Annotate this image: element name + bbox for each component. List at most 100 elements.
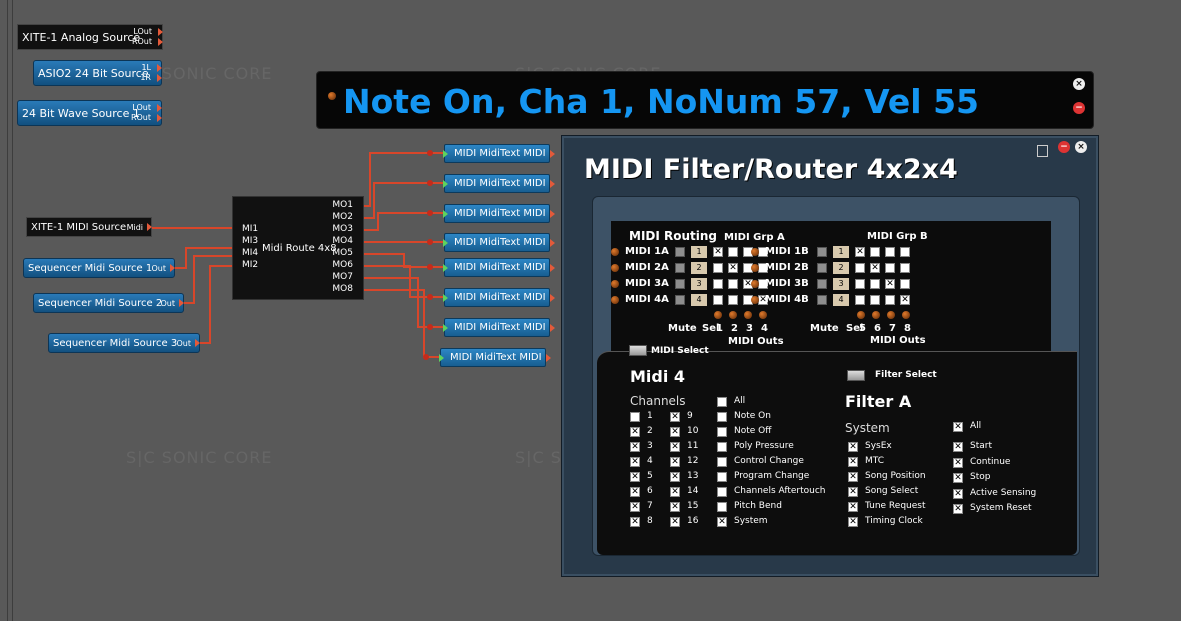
input-port-arrow[interactable]	[443, 294, 448, 302]
output-port-arrow[interactable]	[546, 354, 551, 362]
filter-checkbox[interactable]	[717, 487, 727, 497]
routing-checkbox[interactable]	[900, 279, 910, 289]
filter-checkbox[interactable]: ✕	[630, 457, 640, 467]
miditext-module[interactable]: MIDI MidiText MIDI	[443, 258, 555, 277]
output-port-arrow[interactable]	[550, 294, 555, 302]
filter-checkbox[interactable]	[717, 397, 727, 407]
routing-checkbox[interactable]	[900, 263, 910, 273]
output-port-arrow[interactable]	[550, 180, 555, 188]
output-port-arrow[interactable]	[550, 210, 555, 218]
mute-button[interactable]	[817, 295, 827, 305]
filter-checkbox[interactable]: ✕	[717, 517, 727, 527]
filter-checkbox[interactable]: ✕	[848, 517, 858, 527]
output-port-arrow[interactable]	[157, 74, 162, 82]
output-port-arrow[interactable]	[157, 64, 162, 72]
midi-filter-router-window[interactable]: MIDI Filter/Router 4x2x4 − × MIDI Routin…	[561, 135, 1099, 577]
miditext-module[interactable]: MIDI MidiText MIDI	[443, 288, 555, 307]
mute-button[interactable]	[675, 247, 685, 257]
filter-select-button[interactable]	[847, 370, 865, 381]
routing-checkbox[interactable]	[885, 263, 895, 273]
sequencer-midi-source-3-module[interactable]: Sequencer Midi Source 3 Out	[48, 333, 200, 353]
filter-checkbox[interactable]	[717, 442, 727, 452]
mute-button[interactable]	[675, 279, 685, 289]
routing-checkbox[interactable]	[713, 279, 723, 289]
mute-button[interactable]	[817, 263, 827, 273]
routing-checkbox[interactable]: ✕	[885, 279, 895, 289]
close-icon[interactable]: ×	[1075, 141, 1087, 153]
input-port-arrow[interactable]	[443, 239, 448, 247]
output-port-arrow[interactable]	[147, 223, 152, 231]
routing-checkbox[interactable]: ✕	[855, 247, 865, 257]
output-port-arrow[interactable]	[170, 264, 175, 272]
routing-checkbox[interactable]	[713, 263, 723, 273]
output-port-arrow[interactable]	[157, 104, 162, 112]
output-port-arrow[interactable]	[550, 264, 555, 272]
filter-checkbox[interactable]: ✕	[670, 412, 680, 422]
filter-checkbox[interactable]: ✕	[630, 472, 640, 482]
select-button[interactable]: 2	[833, 262, 849, 274]
output-port-arrow[interactable]	[158, 28, 163, 36]
select-button[interactable]: 4	[833, 294, 849, 306]
input-port-arrow[interactable]	[443, 180, 448, 188]
routing-checkbox[interactable]	[870, 279, 880, 289]
filter-checkbox[interactable]: ✕	[670, 442, 680, 452]
minimize-icon[interactable]: −	[1058, 141, 1070, 153]
mute-button[interactable]	[675, 295, 685, 305]
filter-checkbox[interactable]: ✕	[848, 487, 858, 497]
filter-checkbox[interactable]: ✕	[848, 457, 858, 467]
midi-route-4x8-module[interactable]: MI1 MI3 MI4 MI2 Midi Route 4x8 MO1 MO2 M…	[232, 196, 364, 300]
output-port-arrow[interactable]	[195, 339, 200, 347]
routing-checkbox[interactable]	[900, 247, 910, 257]
output-port-arrow[interactable]	[550, 239, 555, 247]
filter-checkbox[interactable]: ✕	[953, 422, 963, 432]
filter-checkbox[interactable]: ✕	[630, 442, 640, 452]
routing-checkbox[interactable]	[728, 295, 738, 305]
routing-checkbox[interactable]: ✕	[713, 247, 723, 257]
routing-checkbox[interactable]	[855, 263, 865, 273]
filter-checkbox[interactable]: ✕	[953, 442, 963, 452]
filter-checkbox[interactable]: ✕	[670, 427, 680, 437]
filter-checkbox[interactable]	[717, 472, 727, 482]
miditext-module[interactable]: MIDI MidiText MIDI	[443, 174, 555, 193]
filter-checkbox[interactable]: ✕	[670, 517, 680, 527]
routing-checkbox[interactable]	[870, 295, 880, 305]
select-button[interactable]: 3	[833, 278, 849, 290]
mute-button[interactable]	[817, 279, 827, 289]
filter-checkbox[interactable]: ✕	[630, 502, 640, 512]
filter-checkbox[interactable]: ✕	[848, 472, 858, 482]
output-port-arrow[interactable]	[550, 324, 555, 332]
filter-checkbox[interactable]	[717, 412, 727, 422]
minimize-icon[interactable]: −	[1073, 102, 1085, 114]
filter-checkbox[interactable]: ✕	[670, 457, 680, 467]
routing-checkbox[interactable]	[885, 247, 895, 257]
filter-checkbox[interactable]	[717, 457, 727, 467]
filter-checkbox[interactable]: ✕	[848, 502, 858, 512]
filter-checkbox[interactable]: ✕	[630, 487, 640, 497]
filter-checkbox[interactable]	[630, 412, 640, 422]
sequencer-midi-source-2-module[interactable]: Sequencer Midi Source 2 Out	[33, 293, 184, 313]
filter-checkbox[interactable]: ✕	[953, 473, 963, 483]
select-button[interactable]: 2	[691, 262, 707, 274]
input-port-arrow[interactable]	[443, 210, 448, 218]
output-port-arrow[interactable]	[158, 38, 163, 46]
sequencer-midi-source-1-module[interactable]: Sequencer Midi Source 1 Out	[23, 258, 175, 278]
filter-checkbox[interactable]: ✕	[953, 488, 963, 499]
mute-button[interactable]	[817, 247, 827, 257]
select-button[interactable]: 4	[691, 294, 707, 306]
copy-icon[interactable]	[1037, 145, 1048, 157]
select-button[interactable]: 3	[691, 278, 707, 290]
output-port-arrow[interactable]	[157, 114, 162, 122]
mute-button[interactable]	[675, 263, 685, 273]
filter-checkbox[interactable]: ✕	[630, 517, 640, 527]
input-port-arrow[interactable]	[439, 354, 444, 362]
routing-checkbox[interactable]: ✕	[900, 295, 910, 305]
miditext-display-window[interactable]: Note On, Cha 1, NoNum 57, Vel 55 × −	[316, 71, 1094, 129]
routing-checkbox[interactable]	[885, 295, 895, 305]
select-button[interactable]: 1	[691, 246, 707, 258]
routing-checkbox[interactable]	[855, 295, 865, 305]
miditext-module[interactable]: MIDI MidiText MIDI	[443, 318, 555, 337]
